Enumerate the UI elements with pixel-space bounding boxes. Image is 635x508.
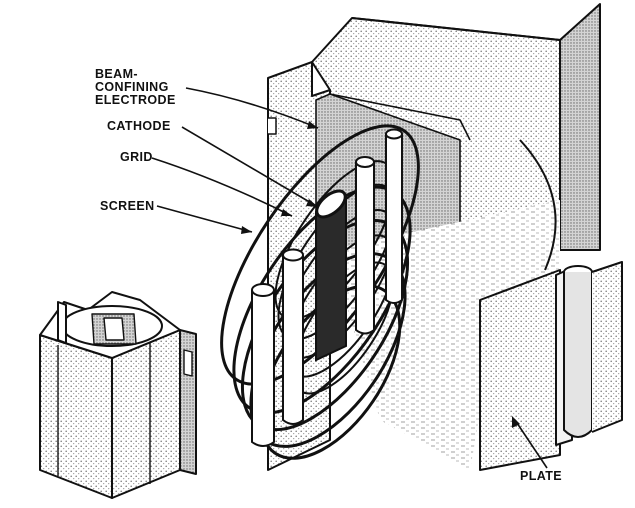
- screen-leader: [156, 205, 253, 233]
- plate-label: PLATE: [520, 469, 563, 483]
- support-rods: [251, 128, 403, 447]
- beam-electrode-leader: [185, 87, 319, 129]
- electrode-assembly: [220, 124, 420, 460]
- assembled-electrode-inset: [39, 291, 197, 499]
- beam-label-line3: ELECTRODE: [95, 93, 176, 107]
- beam-label-line2: CONFINING: [95, 80, 169, 94]
- beam-confining-electrode-label: BEAM- CONFINING ELECTRODE: [95, 68, 176, 107]
- cathode-label: CATHODE: [107, 119, 171, 133]
- beam-label-line1: BEAM-: [95, 67, 138, 81]
- leader-arrowheads: [241, 121, 520, 428]
- grid-leader: [151, 157, 293, 217]
- grid-label: GRID: [120, 150, 153, 164]
- cathode-leader: [181, 126, 319, 208]
- screen-label: SCREEN: [100, 199, 155, 213]
- leader-lines: [151, 87, 548, 469]
- plate-leader: [514, 419, 548, 469]
- cathode-sleeve: [315, 189, 347, 362]
